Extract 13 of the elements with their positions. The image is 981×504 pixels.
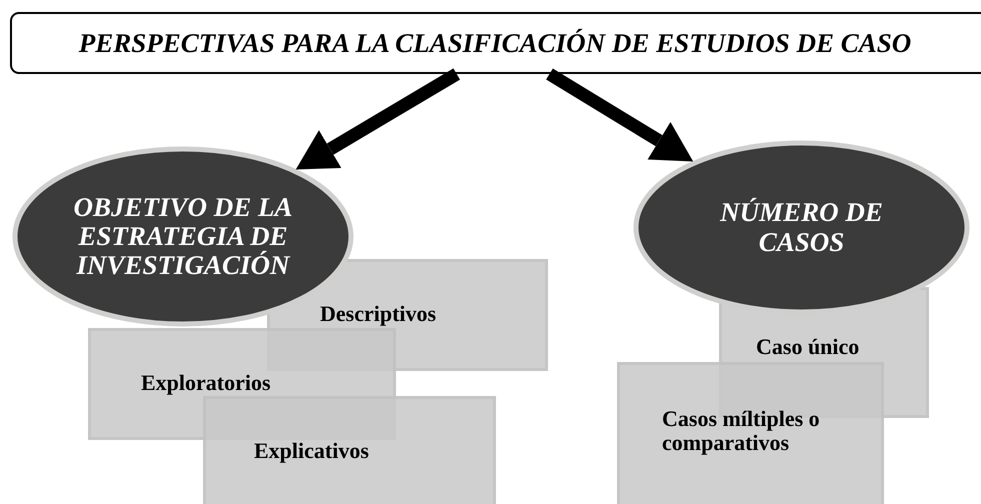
category-label: OBJETIVO DE LA ESTRATEGIA DE INVESTIGACIÓN bbox=[72, 192, 294, 280]
category-label: NÚMERO DE CASOS bbox=[718, 198, 884, 257]
title-text: PERSPECTIVAS PARA LA CLASIFICACIÓN DE ESTUDIOS DE CASO bbox=[78, 28, 912, 58]
title-box bbox=[10, 12, 981, 74]
category-label: Explicativos bbox=[254, 439, 369, 464]
category-label: Descriptivos bbox=[320, 302, 436, 326]
arrow bbox=[546, 68, 694, 162]
category-label: Exploratorios bbox=[141, 371, 271, 396]
category-label: Casos míltiples o comparativos bbox=[662, 407, 821, 456]
category-box bbox=[617, 362, 884, 504]
arrow bbox=[296, 68, 460, 170]
category-box bbox=[203, 396, 496, 504]
category-label: Caso único bbox=[756, 335, 860, 360]
